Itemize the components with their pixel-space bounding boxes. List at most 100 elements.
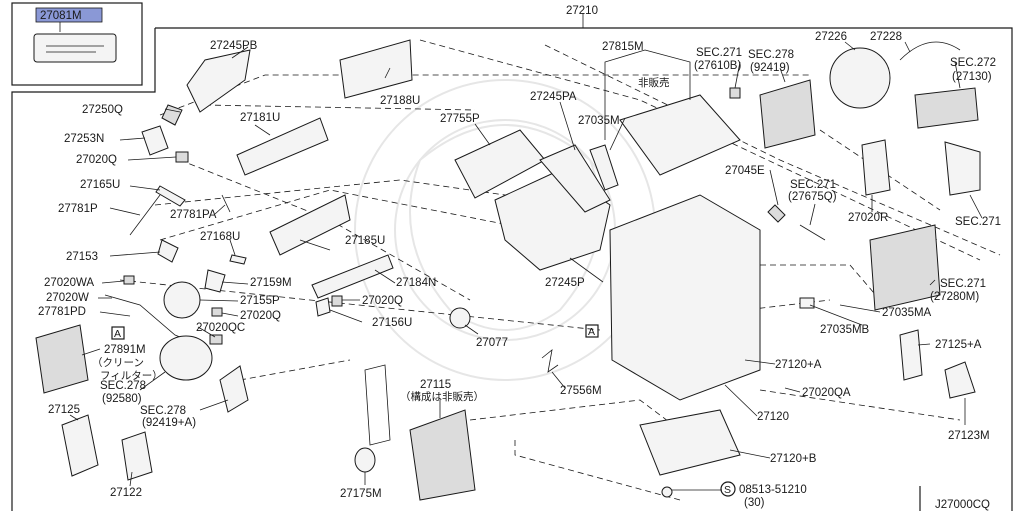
- seal-27020R: [861, 139, 891, 196]
- clip-27020WA: [123, 275, 135, 285]
- label-27250Q: 27250Q: [82, 104, 123, 116]
- label-sec271-27610B-b: (27610B): [694, 60, 741, 72]
- label-27165U: 27165U: [80, 179, 120, 191]
- label-sec278-92419-b: (92419): [750, 62, 790, 74]
- label-27188U: 27188U: [380, 95, 420, 107]
- label-27184N: 27184N: [396, 277, 436, 289]
- label-sec271-27675Q-b: (27675Q): [788, 191, 837, 203]
- label-27185U: 27185U: [345, 235, 385, 247]
- label-sec272-a: SEC.272: [950, 57, 996, 69]
- seal-27185U: [269, 194, 351, 256]
- duct-27245PB: [186, 49, 251, 113]
- label-sec271-27280M-b: (27280M): [930, 291, 979, 303]
- bracket-27253N: [141, 125, 169, 156]
- label-27020W: 27020W: [46, 292, 89, 304]
- harness-27115: [364, 364, 391, 446]
- lever-27153: [157, 239, 179, 263]
- rod-27781PA: [221, 194, 231, 213]
- duct-27125: [61, 414, 99, 477]
- label-27815M-jp: 非販売: [638, 76, 670, 89]
- inset-label-box: 27081M: [33, 7, 117, 63]
- label-27125A: 27125+A: [935, 339, 982, 351]
- label-27156U: 27156U: [372, 317, 412, 329]
- label-27245PA: 27245PA: [530, 91, 577, 103]
- module-27130: [914, 87, 979, 129]
- label-27153: 27153: [66, 251, 98, 263]
- seal-27181U: [236, 117, 329, 176]
- part-27045E: [767, 204, 786, 223]
- label-27020Q-b: 27020Q: [240, 310, 281, 322]
- part-27175M: [354, 447, 376, 473]
- label-27020Q-a: 27020Q: [76, 154, 117, 166]
- label-27226: 27226: [815, 31, 847, 43]
- motor-92580: [159, 335, 213, 381]
- inset-label: 27081M: [40, 10, 82, 22]
- label-sec271-27280M-a: SEC.271: [940, 278, 986, 290]
- part-27035MB: [799, 297, 815, 309]
- clip-27020Q-c: [331, 295, 343, 307]
- label-27168U: 27168U: [200, 231, 240, 243]
- duct-27125A: [899, 329, 923, 381]
- label-27125: 27125: [48, 404, 80, 416]
- blower-27226: [829, 47, 891, 109]
- part-27077: [449, 307, 471, 329]
- label-27020Q-c: 27020Q: [362, 295, 403, 307]
- label-27781PA: 27781PA: [170, 209, 217, 221]
- label-27245P: 27245P: [545, 277, 585, 289]
- label-27020QC: 27020QC: [196, 322, 245, 334]
- clip-27020Q-b: [211, 307, 223, 317]
- module-92419: [759, 79, 816, 149]
- label-27020QA: 27020QA: [802, 387, 851, 399]
- main-frame-left: [11, 28, 156, 511]
- part-27610B: [729, 87, 741, 99]
- seal-27188U: [339, 39, 413, 99]
- label-27120A: 27120+A: [775, 359, 822, 371]
- label-27245PB: 27245PB: [210, 40, 258, 52]
- clip-27020QC: [209, 334, 223, 345]
- spring-27556M: [541, 349, 559, 373]
- view-marker-a-left: [111, 326, 125, 340]
- duct-27245PA: [539, 144, 611, 213]
- filter-27891M: [35, 324, 89, 394]
- label-27781P: 27781P: [58, 203, 98, 215]
- part-27675Q: [799, 224, 826, 241]
- label-27115: 27115: [420, 379, 451, 391]
- clip-27250Q: [161, 104, 183, 126]
- rod-27781P: [129, 194, 161, 236]
- label-27159M: 27159M: [250, 277, 292, 289]
- label-sec278-92419A-b: (92419+A): [142, 417, 196, 429]
- motor-27155P: [163, 281, 201, 319]
- link-27165U: [155, 185, 186, 207]
- part-labels: 27210 27245PB 27188U 27250Q 27253N 27020…: [38, 5, 1001, 511]
- duct-27122: [121, 431, 153, 481]
- label-sec278-92580-a: SEC.278: [100, 380, 146, 392]
- label-screw-a: 08513-51210: [739, 484, 807, 496]
- label-27020R: 27020R: [848, 212, 888, 224]
- part-shapes: [35, 39, 981, 501]
- pipes-sec271: [944, 141, 981, 196]
- label-27120: 27120: [757, 411, 789, 423]
- core-27115: [409, 409, 476, 501]
- label-27155P: 27155P: [240, 295, 280, 307]
- label-27175M: 27175M: [340, 488, 382, 500]
- seal-27123M: [944, 361, 976, 399]
- lower-27120B: [639, 409, 741, 476]
- part-27168U: [229, 254, 247, 265]
- label-27755P: 27755P: [440, 113, 480, 125]
- label-27035M: 27035M: [578, 115, 620, 127]
- seal-27184N: [311, 254, 394, 299]
- part-27156U: [315, 297, 331, 317]
- label-27077: 27077: [476, 337, 508, 349]
- label-27228: 27228: [870, 31, 902, 43]
- label-27035MB: 27035MB: [820, 324, 870, 336]
- screw-part: [661, 486, 673, 498]
- inset-box: [11, 2, 143, 86]
- label-27181U: 27181U: [240, 112, 280, 124]
- label-27781PD: 27781PD: [38, 306, 86, 318]
- hose-27228: [899, 41, 961, 61]
- duct-27815M: [619, 94, 741, 176]
- label-sec271-right: SEC.271: [955, 216, 1001, 228]
- clip-27020Q: [175, 151, 189, 163]
- label-filter-jp-2: フィルター）: [100, 370, 163, 382]
